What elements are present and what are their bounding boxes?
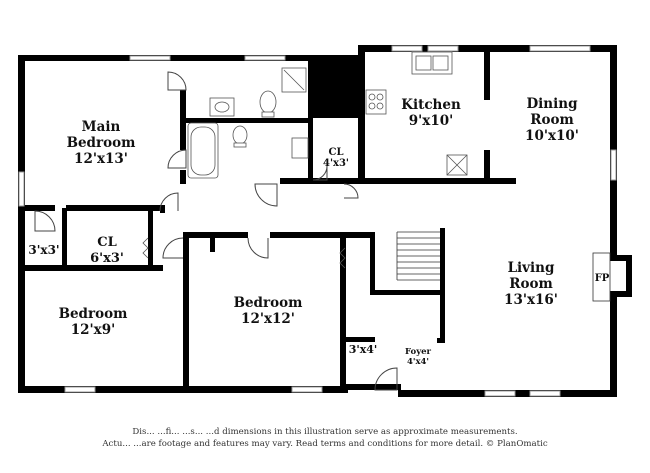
stairs	[396, 231, 440, 281]
bedroom-left-label: Bedroom	[59, 306, 128, 322]
main-bedroom-label-2: Bedroom	[67, 135, 136, 151]
bedroom-left-size: 12'x9'	[71, 322, 116, 338]
living-label-2: Room	[509, 276, 553, 292]
main-bedroom-label-1: Main	[82, 119, 121, 135]
closet-small-size: 3'x3'	[28, 243, 59, 257]
closet-left-label: CL	[97, 235, 117, 250]
doors	[34, 71, 398, 391]
fireplace-icon	[592, 252, 611, 302]
closet-foyer-size: 3'x4'	[349, 343, 378, 356]
stove-icon	[365, 89, 387, 115]
foyer-label: Foyer	[405, 347, 432, 357]
living-size: 13'x16'	[504, 292, 558, 308]
living-label-1: Living	[508, 260, 555, 276]
closet-left-size: 6'x3'	[90, 251, 124, 266]
bedroom-center-label: Bedroom	[234, 295, 303, 311]
disclaimer: Dis... ...fi... ...s... ...d dimensions …	[0, 426, 650, 450]
fixtures	[142, 51, 468, 269]
dining-label-2: Room	[530, 112, 574, 128]
foyer-size: 4'x4'	[407, 357, 429, 367]
kitchen-size: 9'x10'	[409, 113, 454, 129]
bedroom-center-size: 12'x12'	[241, 311, 295, 327]
kitchen-label: Kitchen	[401, 97, 461, 113]
windows	[18, 45, 617, 397]
fireplace-label: FP	[595, 273, 610, 284]
disclaimer-line-2: Actu... ...are footage and features may …	[102, 439, 548, 449]
room-labels: Main Bedroom 12'x13' Kitchen 9'x10' Dini…	[28, 96, 611, 367]
disclaimer-line-1: Dis... ...fi... ...s... ...d dimensions …	[132, 427, 518, 437]
dining-label-1: Dining	[526, 96, 578, 112]
toilet-icon	[259, 90, 277, 114]
closet-hall-size: 4'x3'	[323, 158, 349, 169]
dining-size: 10'x10'	[525, 128, 579, 144]
closet-hall-label: CL	[329, 147, 344, 158]
main-bedroom-size: 12'x13'	[74, 151, 128, 167]
